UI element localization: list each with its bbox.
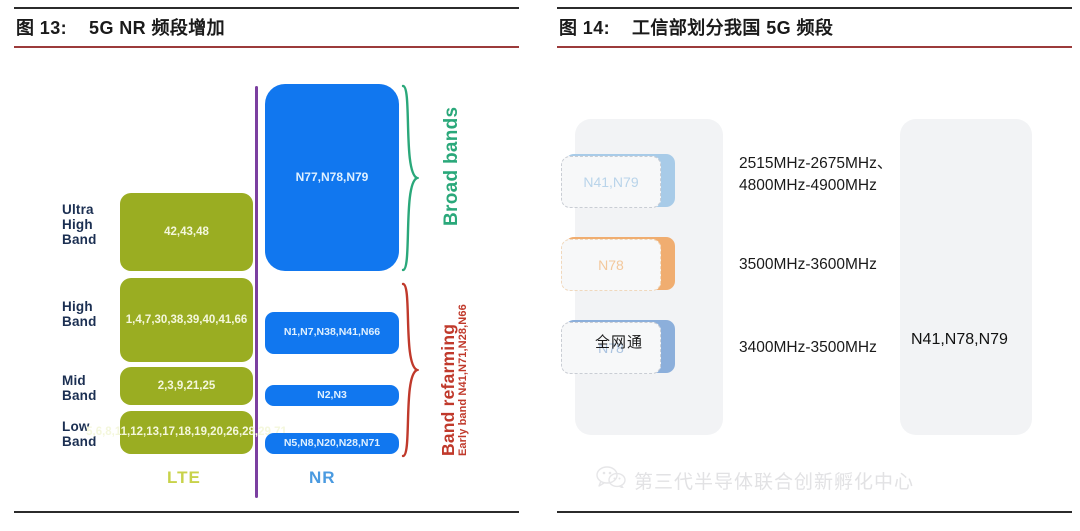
panel-bottom-rule: [14, 511, 519, 513]
lte-bar-ultra-high: 42,43,48: [120, 193, 253, 271]
wechat-icon: [596, 466, 626, 494]
panel-title-rule: [14, 46, 519, 48]
spectrum-china-telecom: 3400MHz-3500MHz: [739, 339, 877, 356]
lte-nr-divider: [255, 86, 258, 498]
figure-14-number: 图 14:: [559, 18, 611, 38]
nr-bar-high: N1,N7,N38,N41,N66: [265, 312, 399, 354]
figure-13-heading: 图 13: 5G NR 频段增加: [16, 14, 225, 40]
figure-14-title: 工信部划分我国 5G 频段: [632, 18, 834, 38]
spectrum-china-unicom: 3500MHz-3600MHz: [739, 256, 877, 273]
lte-bar-high: 1,4,7,30,38,39,40,41,66: [120, 278, 253, 362]
broad-bands-annotation: Broad bands: [441, 106, 462, 226]
lte-bar-mid: 2,3,9,21,25: [120, 367, 253, 405]
nr-band-china-unicom: N78: [561, 239, 661, 291]
broad-bands-brace: [401, 84, 419, 272]
lte-bar-low: 5,6,8,11,12,13,17,18,19,20,26,28,29,71: [86, 411, 287, 454]
nr-bar-mid: N2,N3: [265, 385, 399, 406]
watermark: 第三代半导体联合创新孵化中心: [596, 466, 914, 494]
panel-title-rule: [557, 46, 1072, 48]
watermark-text: 第三代半导体联合创新孵化中心: [634, 471, 915, 493]
all-network-label: 全网通: [595, 335, 644, 351]
figure-13-title: 5G NR 频段增加: [89, 18, 226, 38]
figure-panel-14: 图 14: 工信部划分我国 5G 频段 中国移动 2515MHz-2675MHz…: [543, 0, 1080, 531]
figure-14-body: 中国移动 2515MHz-2675MHz、 4800MHz-4900MHz N4…: [543, 56, 1080, 511]
figure-14-heading: 图 14: 工信部划分我国 5G 频段: [559, 14, 833, 40]
panel-bottom-rule: [557, 511, 1072, 513]
nr-band-card: [900, 119, 1032, 435]
nr-bar-low: N5,N8,N20,N28,N71: [265, 433, 399, 454]
all-network-bands: N41,N78,N79: [911, 331, 1008, 348]
axis-label-nr: NR: [309, 468, 336, 487]
panel-top-rule: [14, 7, 519, 9]
spectrum-china-mobile: 2515MHz-2675MHz、 4800MHz-4900MHz: [739, 155, 893, 194]
panel-top-rule: [557, 7, 1072, 9]
figure-13-number: 图 13:: [16, 18, 68, 38]
nr-band-china-mobile: N41,N79: [561, 156, 661, 208]
early-band-annotation: Early band N41,N71,N28,N66: [457, 304, 469, 456]
nr-band-china-telecom: N78: [561, 322, 661, 374]
nr-bar-broad: N77,N78,N79: [265, 84, 399, 271]
axis-label-lte: LTE: [167, 468, 201, 487]
band-refarming-brace: [401, 282, 419, 458]
band-refarming-annotation: Band refarming: [438, 323, 458, 456]
